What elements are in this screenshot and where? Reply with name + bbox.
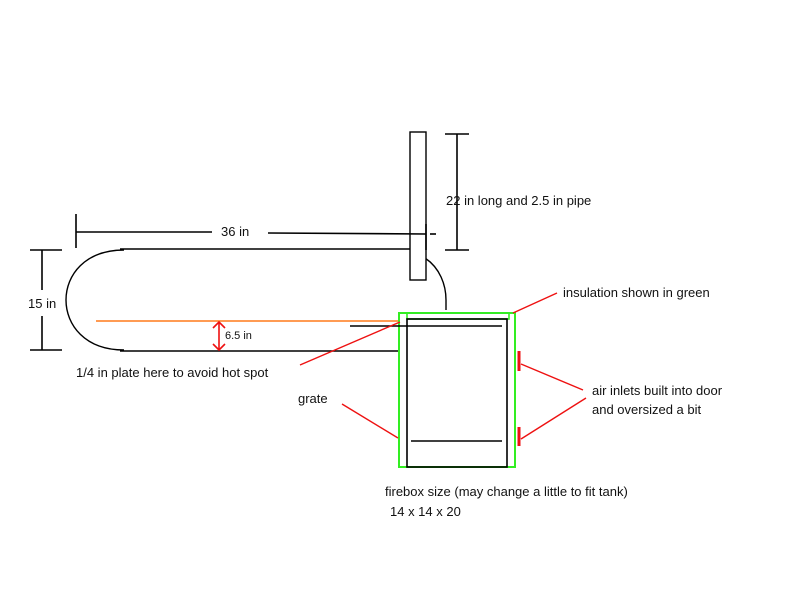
cooking-tank [65, 248, 447, 352]
air-inlets-label-line2: and oversized a bit [592, 402, 702, 417]
insulation-leader [512, 292, 558, 314]
length-label: 36 in [221, 224, 249, 239]
tank-right-cap [424, 257, 447, 310]
plate-leader [299, 321, 401, 366]
firebox-box [406, 318, 508, 468]
smokestack-pipe [409, 131, 427, 281]
insulation-label: insulation shown in green [563, 285, 710, 300]
length-dimension [75, 214, 436, 250]
firebox [350, 312, 516, 468]
plate-label: 1/4 in plate here to avoid hot spot [76, 365, 269, 380]
tank-left-cap [65, 249, 125, 351]
insulation-outline [398, 312, 516, 468]
pipe-label: 22 in long and 2.5 in pipe [446, 193, 591, 208]
baffle-height-label: 6.5 in [225, 330, 252, 342]
diameter-dimension [30, 249, 62, 351]
firebox-label-line2: 14 x 14 x 20 [390, 504, 461, 519]
firebox-label-line1: firebox size (may change a little to fit… [385, 484, 628, 499]
grate-leader [341, 403, 399, 439]
annotation-leaders [299, 292, 587, 440]
pipe-dimension [445, 133, 469, 251]
air-inlet-upper-leader [520, 363, 584, 391]
baffle-height-arrow [212, 320, 226, 352]
diameter-label: 15 in [28, 296, 56, 311]
grate-label: grate [298, 391, 328, 406]
air-inlet-lower-leader [520, 397, 587, 440]
air-inlets-label-line1: air inlets built into door [592, 383, 723, 398]
